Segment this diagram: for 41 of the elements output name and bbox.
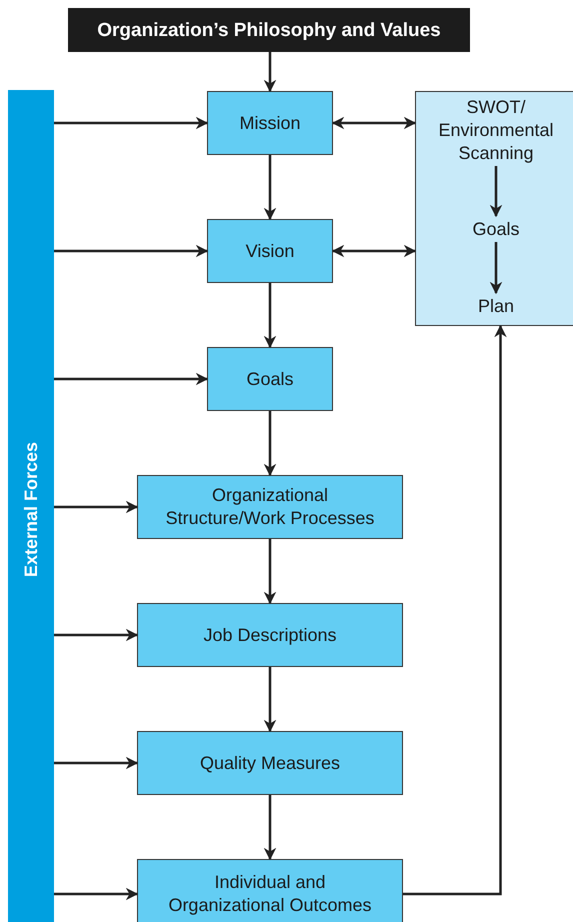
arrow (490, 242, 502, 294)
node-label: Plan (478, 294, 514, 318)
arrow (332, 116, 416, 130)
process-box (137, 603, 403, 667)
arrow (54, 116, 208, 130)
node-label: Goals (472, 218, 520, 240)
process-box (207, 91, 333, 155)
arrow (54, 756, 138, 770)
node-label: Organizational Structure/Work Processes (164, 484, 376, 530)
panel-box (415, 91, 573, 326)
arrow (264, 411, 276, 476)
arrow (264, 155, 276, 220)
process-box (207, 347, 333, 411)
arrow (54, 500, 138, 514)
node-label: Job Descriptions (203, 624, 337, 646)
node-label: Individual and Organizational Outcomes (167, 871, 373, 917)
arrow (264, 52, 276, 92)
arrow (54, 244, 208, 258)
node-label: Mission (239, 112, 300, 134)
arrow (490, 166, 502, 218)
node-label: Quality Measures (200, 752, 340, 774)
process-box (137, 475, 403, 539)
arrow (54, 372, 208, 386)
arrow (332, 244, 416, 258)
side-bar (8, 90, 54, 922)
arrow (264, 283, 276, 348)
process-box (137, 731, 403, 795)
arrow (403, 324, 507, 896)
side-label: External Forces (20, 442, 42, 578)
title-text: Organization’s Philosophy and Values (97, 18, 441, 42)
node-label: Goals (246, 368, 294, 390)
arrow (264, 795, 276, 860)
arrow (264, 667, 276, 732)
node-label: Vision (246, 240, 294, 262)
arrow (54, 888, 138, 900)
process-box (137, 859, 403, 922)
arrow (54, 628, 138, 642)
node-label: SWOT/ Environmental Scanning (437, 96, 555, 164)
title-banner (68, 8, 470, 52)
process-box (207, 219, 333, 283)
arrow (264, 539, 276, 604)
